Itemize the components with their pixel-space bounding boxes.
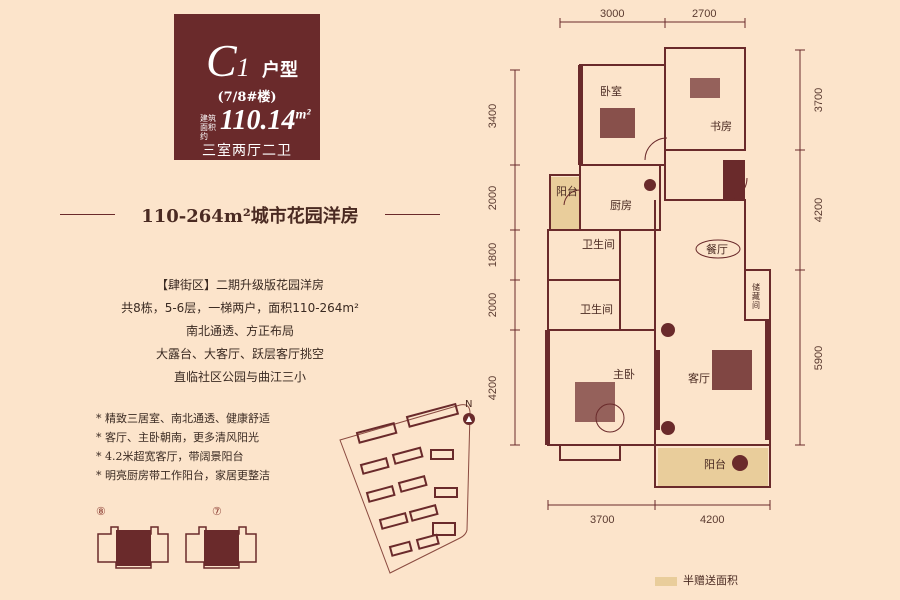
unit-letter: C bbox=[206, 35, 237, 86]
room-study: 书房 bbox=[710, 120, 732, 133]
key-plan-graphic bbox=[97, 526, 257, 569]
legend: 半赠送面积 bbox=[655, 572, 738, 588]
north-arrow-icon: ▲ bbox=[463, 413, 475, 425]
building-numbers: (7/8#楼) bbox=[217, 90, 277, 105]
dim-left-4: 2000 bbox=[487, 292, 500, 318]
room-bath-2: 卫生间 bbox=[580, 302, 613, 316]
building-8-label: ⑧ bbox=[96, 505, 106, 518]
legend-label: 半赠送面积 bbox=[683, 574, 738, 587]
building-7-label: ⑦ bbox=[212, 505, 222, 518]
bullet-item: * 精致三居室、南北通透、健康舒适 bbox=[96, 412, 270, 425]
room-balcony-small: 阳台 bbox=[556, 184, 578, 198]
feature-line: 【肆街区】二期升级版花园洋房 bbox=[155, 278, 324, 292]
divider-right bbox=[385, 214, 440, 215]
room-storage: 储藏间 bbox=[752, 283, 760, 310]
feature-line: 直临社区公园与曲江三小 bbox=[173, 370, 306, 384]
room-living: 客厅 bbox=[688, 371, 710, 385]
unit-number: 1 bbox=[236, 53, 250, 82]
unit-suffix: 户型 bbox=[262, 60, 298, 81]
site-plan bbox=[339, 402, 471, 574]
unit-badge: C1 户型 (7/8#楼) 建筑面积约 110.14m² 三室两厅二卫 bbox=[174, 14, 320, 160]
area-number: 110.14 bbox=[220, 105, 296, 136]
dim-bottom-2: 4200 bbox=[700, 514, 725, 526]
bullet-item: * 客厅、主卧朝南，更多清风阳光 bbox=[96, 431, 259, 444]
dim-right-3: 5900 bbox=[813, 345, 826, 371]
dim-left-3: 1800 bbox=[487, 242, 500, 268]
bullet-item: * 明亮厨房带工作阳台，家居更整洁 bbox=[96, 469, 270, 482]
room-master-bedroom: 主卧 bbox=[613, 368, 635, 381]
slogan: 110-264m²城市花园洋房 bbox=[141, 206, 359, 227]
room-bedroom: 卧室 bbox=[600, 84, 622, 98]
dim-right-2: 4200 bbox=[813, 197, 826, 223]
area-value: 110.14m² bbox=[220, 105, 311, 137]
area-unit: m² bbox=[295, 107, 311, 123]
dim-left-1: 3400 bbox=[487, 103, 500, 129]
feature-line: 共8栋，5-6层，一梯两户，面积110-264m² bbox=[121, 301, 359, 315]
feature-line: 大露台、大客厅、跃层客厅挑空 bbox=[155, 347, 324, 361]
unit-code: C1 bbox=[206, 34, 250, 87]
dim-bottom-1: 3700 bbox=[590, 514, 615, 526]
dim-top-2: 2700 bbox=[692, 8, 717, 20]
dim-top-1: 3000 bbox=[600, 8, 625, 20]
dim-left-2: 2000 bbox=[487, 185, 500, 211]
layout-type: 三室两厅二卫 bbox=[202, 143, 292, 159]
room-dining: 餐厅 bbox=[706, 242, 728, 256]
north-label: N bbox=[465, 399, 473, 410]
feature-line: 南北通透、方正布局 bbox=[185, 324, 294, 338]
dim-right-1: 3700 bbox=[813, 87, 826, 113]
room-balcony: 阳台 bbox=[704, 457, 726, 471]
area-label: 建筑面积约 bbox=[200, 114, 216, 141]
dim-left-5: 4200 bbox=[487, 375, 500, 401]
legend-swatch bbox=[655, 576, 677, 586]
divider-left bbox=[60, 214, 115, 215]
bullet-item: * 4.2米超宽客厅，带阔景阳台 bbox=[96, 450, 244, 463]
room-bath-1: 卫生间 bbox=[582, 237, 615, 251]
room-kitchen: 厨房 bbox=[610, 199, 632, 212]
